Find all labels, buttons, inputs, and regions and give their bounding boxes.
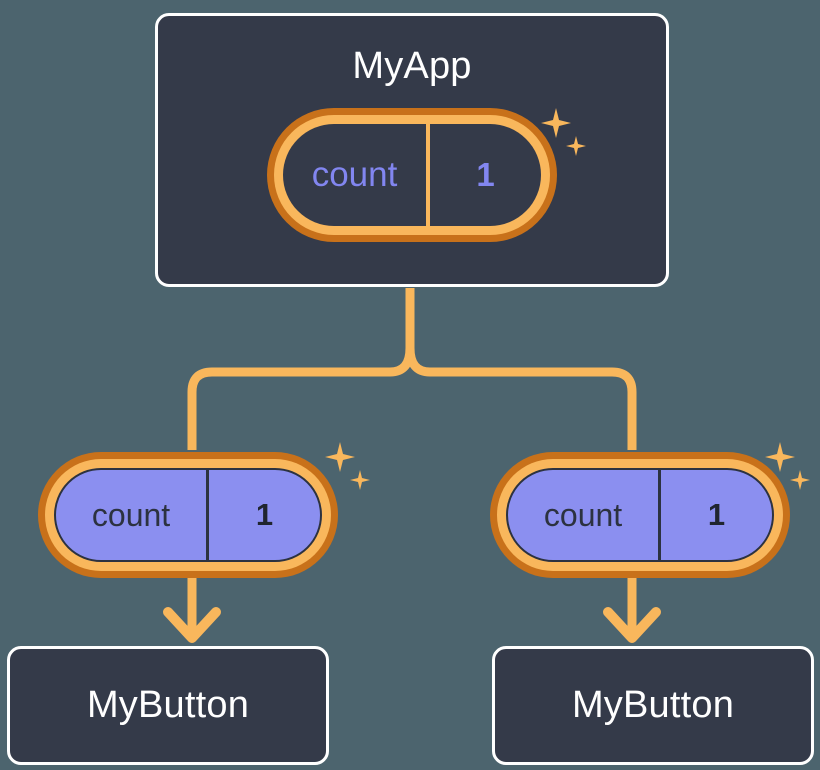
component-title-mybutton-right: MyButton: [571, 684, 735, 726]
sparkle-icon-small: [790, 470, 810, 490]
component-title-myapp: MyApp: [352, 45, 472, 87]
state-pill-branch-right[interactable]: count 1: [490, 452, 790, 578]
component-card-mybutton-left[interactable]: MyButton: [7, 646, 329, 765]
state-key-label: count: [56, 470, 210, 560]
state-pill-ring: count 1: [274, 115, 550, 235]
state-pill-root[interactable]: count 1: [267, 108, 557, 242]
state-key-label: count: [283, 124, 431, 226]
wire-branch-right: [405, 347, 637, 450]
state-pill-ring: count 1: [45, 459, 331, 571]
state-value-label: 1: [255, 497, 274, 532]
component-card-mybutton-right[interactable]: MyButton: [492, 646, 814, 765]
state-pill-body: count 1: [283, 124, 541, 226]
wire-arrow-head-left: [163, 607, 221, 643]
state-pill-body: count 1: [506, 468, 774, 562]
state-pill-branch-left[interactable]: count 1: [38, 452, 338, 578]
sparkle-icon-large: [325, 442, 355, 472]
state-pill-body: count 1: [54, 468, 322, 562]
sparkle-icon-small: [350, 470, 370, 490]
state-key-label: count: [508, 470, 662, 560]
wire-arrow-head-right: [603, 607, 661, 643]
wire-branch-left: [187, 347, 415, 450]
state-value-label: 1: [476, 156, 495, 193]
state-pill-ring: count 1: [497, 459, 783, 571]
state-value-label: 1: [707, 497, 726, 532]
component-title-mybutton-left: MyButton: [86, 684, 250, 726]
